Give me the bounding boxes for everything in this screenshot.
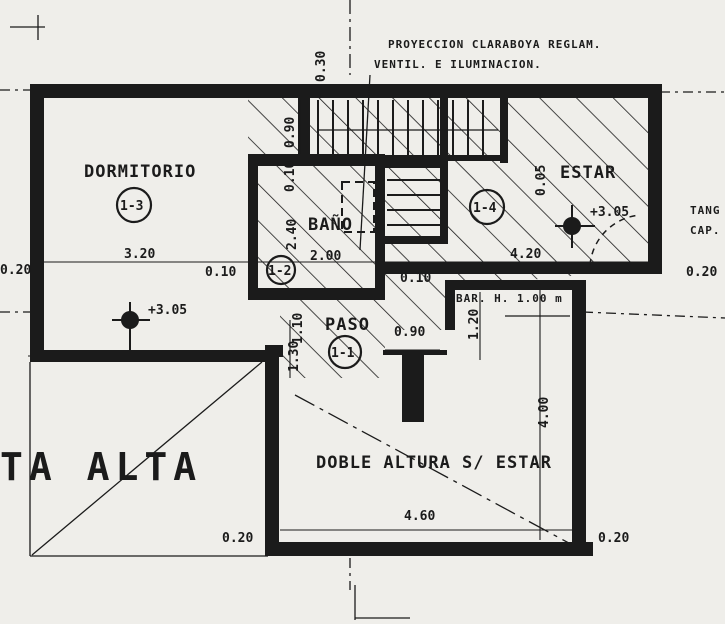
- room-code-1-1: 1-1: [331, 346, 355, 361]
- planta-label: TA ALTA: [0, 445, 202, 489]
- room-code-circle-1-3: [115, 186, 153, 224]
- dim-0-90-h: 0.90: [394, 325, 425, 340]
- dim-0-10-v: 0.10: [283, 161, 298, 192]
- room-code-1-4: 1-4: [473, 201, 497, 216]
- dim-1-30: 1.30: [287, 341, 302, 372]
- dim-0-05: 0.05: [534, 165, 549, 196]
- level-dormitorio: +3.05: [148, 303, 187, 318]
- skylight-projection: [341, 181, 375, 233]
- level-estar: +3.05: [590, 205, 629, 220]
- room-name-paso: PASO: [325, 315, 370, 335]
- dim-0-30: 0.30: [314, 51, 329, 82]
- dim-2-00: 2.00: [310, 249, 341, 264]
- dim-3-20: 3.20: [124, 247, 155, 262]
- level-marker-estar: [555, 205, 595, 248]
- void-diagonal: [31, 361, 263, 556]
- dim-0-10-b: 0.10: [400, 271, 431, 286]
- dim-0-20-right: 0.20: [686, 265, 717, 280]
- room-code-circle-1-2: [265, 254, 297, 286]
- dim-4-60: 4.60: [404, 509, 435, 524]
- walls: [30, 84, 662, 556]
- dim-0-10-a: 0.10: [205, 265, 236, 280]
- room-code-circle-1-1: [327, 334, 363, 370]
- dim-0-20-bottom-right: 0.20: [598, 531, 629, 546]
- right-note-line2: CAP.: [690, 224, 721, 237]
- door-swing: [589, 214, 641, 266]
- room-name-bano: BAÑO: [308, 212, 353, 235]
- stair: [317, 74, 498, 251]
- dim-4-20: 4.20: [510, 247, 541, 262]
- skylight-note-line1: PROYECCION CLARABOYA REGLAM.: [388, 38, 601, 51]
- dim-1-20: 1.20: [467, 309, 482, 340]
- right-note-line1: TANG: [690, 204, 721, 217]
- room-code-1-3: 1-3: [120, 199, 143, 214]
- dim-2-40: 2.40: [285, 219, 300, 250]
- room-name-dormitorio: DORMITORIO: [84, 162, 196, 182]
- room-code-1-2: 1-2: [268, 264, 291, 279]
- dim-4-00: 4.00: [537, 397, 552, 428]
- baranda-note: BAR. H. 1.00 m: [456, 292, 563, 305]
- dim-0-20-bottom-left: 0.20: [222, 531, 253, 546]
- room-name-doble-altura: DOBLE ALTURA S/ ESTAR: [316, 453, 552, 473]
- room-code-circle-1-4: [468, 188, 506, 226]
- dim-1-10: 1.10: [291, 313, 306, 344]
- dim-0-20-left: 0.20: [0, 263, 31, 278]
- dim-0-90-v: 0.90: [283, 117, 298, 148]
- room-name-estar: ESTAR: [560, 163, 616, 183]
- skylight-note-line2: VENTIL. E ILUMINACION.: [374, 58, 542, 71]
- dimension-lines: [28, 100, 660, 540]
- level-marker-dormitorio: [112, 302, 150, 352]
- hatched-zone: [248, 98, 655, 378]
